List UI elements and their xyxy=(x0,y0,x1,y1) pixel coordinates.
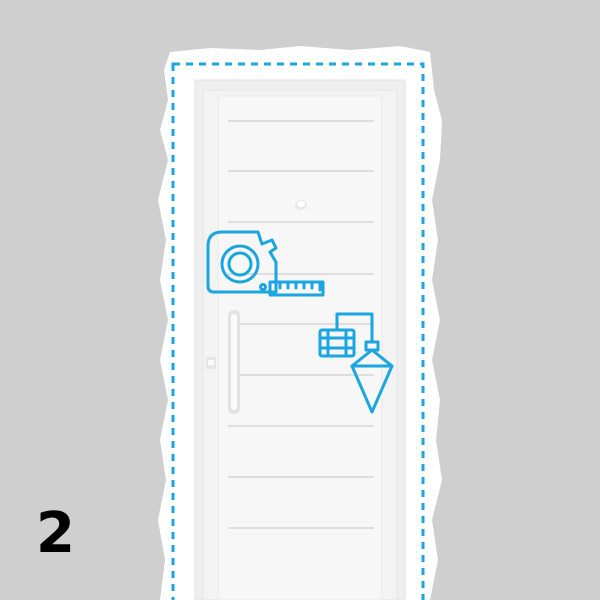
door-grooves xyxy=(228,120,374,529)
measurement-outline xyxy=(171,62,425,600)
door-handle-icon xyxy=(206,310,240,414)
tape-measure-icon xyxy=(206,230,325,297)
keyhole-icon xyxy=(295,200,307,210)
step-number: 2 xyxy=(36,501,75,566)
plumb-bob-icon xyxy=(318,312,394,414)
